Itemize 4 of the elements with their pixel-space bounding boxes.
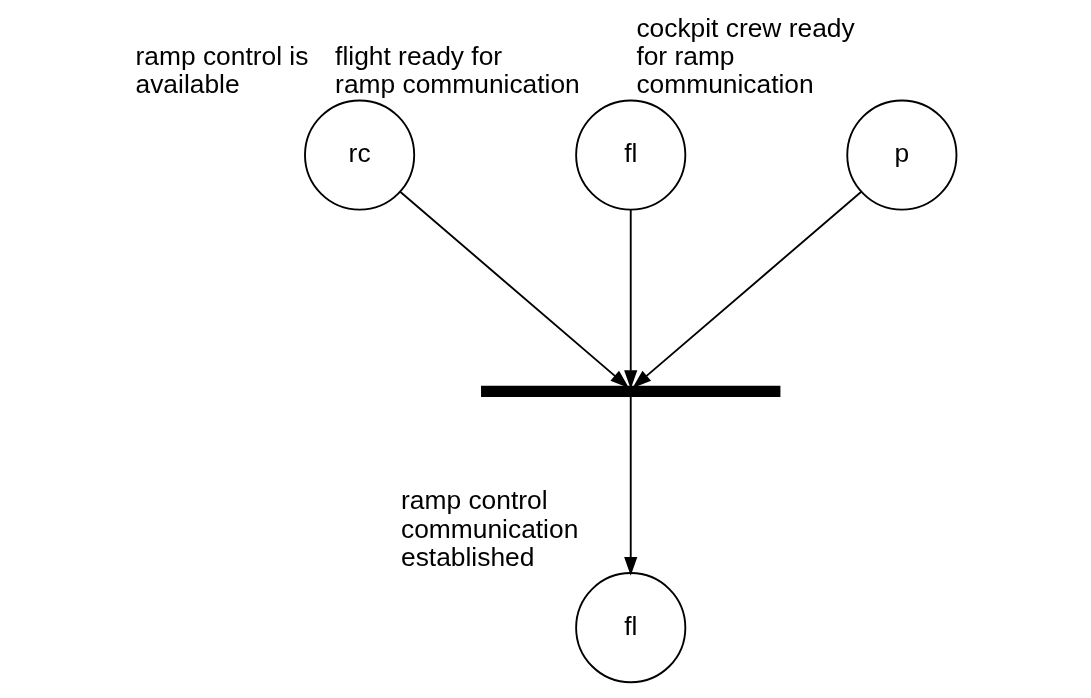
node-label: flight ready for ramp communication [334, 41, 580, 100]
node-label: ramp control communication established [400, 485, 578, 572]
node-label: cockpit crew ready for ramp communication [635, 12, 855, 100]
node-label: ramp control is available [135, 41, 308, 100]
